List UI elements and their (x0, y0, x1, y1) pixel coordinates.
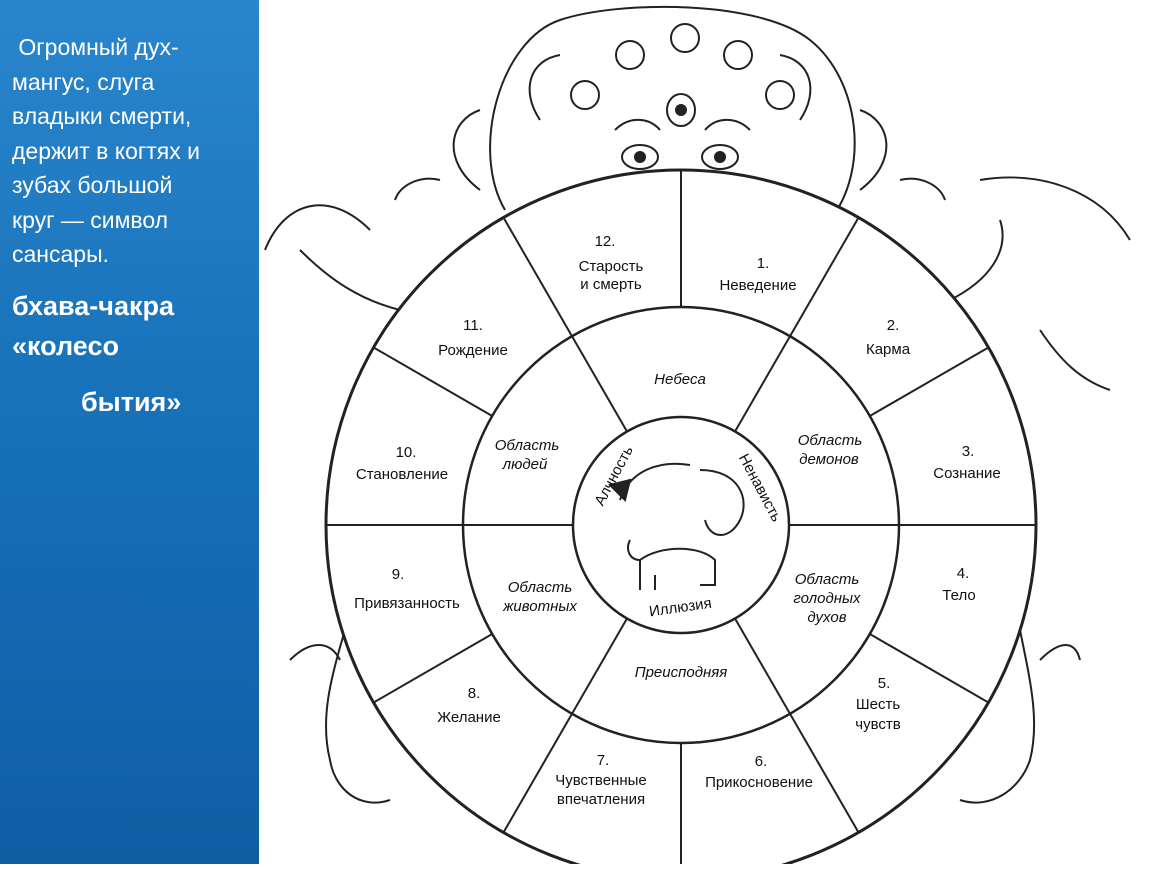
nidana-11: 11. Рождение (438, 317, 508, 359)
nidana-11-number: 11. (463, 317, 483, 334)
caption-line: мангус, слуга (12, 68, 155, 95)
nidana-4-number: 4. (957, 565, 970, 582)
nidana-6-number: 6. (755, 753, 768, 770)
realm-hungry-ghosts-line1: Область (795, 571, 860, 588)
nidana-10-label: Становление (356, 466, 448, 483)
nidana-10-number: 10. (396, 444, 417, 461)
nidana-1: 1. Неведение (719, 255, 796, 294)
realm-spokes (463, 335, 899, 715)
nidana-6-label: Прикосновение (705, 774, 813, 791)
realm-animals-line1: Область (508, 579, 573, 596)
nidana-5-label-line1: Шесть (856, 696, 900, 713)
realm-humans-line1: Область (495, 437, 560, 454)
wheel-of-life-diagram: 1. Неведение 2. Карма 3. Сознание 4. Тел… (259, 0, 1150, 869)
nidana-4: 4. Тело (942, 565, 975, 604)
title-line-3: бытия» (81, 387, 182, 417)
nidana-7-number: 7. (597, 752, 610, 769)
caption-line: Огромный дух- (12, 34, 179, 60)
caption-line: владыки смерти, (12, 103, 192, 129)
nidana-1-label: Неведение (719, 277, 796, 294)
title-line-2: «колесо (12, 331, 119, 361)
center-animals-illustration (608, 462, 745, 590)
caption-line: круг — символ (12, 206, 169, 233)
realm-animals-line2: животных (502, 598, 577, 615)
caption-text: Огромный дух- мангус, слуга владыки смер… (12, 30, 252, 272)
realm-hungry-ghosts-line3: духов (807, 609, 846, 626)
demon-illustration (264, 5, 1131, 804)
nidana-4-label: Тело (942, 587, 975, 604)
nidana-2-number: 2. (887, 317, 900, 334)
nidana-3-label: Сознание (933, 465, 1001, 482)
nidana-3: 3. Сознание (933, 443, 1001, 482)
nidana-7: 7. Чувственные впечатления (555, 752, 647, 808)
realm-heavens: Небеса (654, 371, 706, 388)
outer-labels: 1. Неведение 2. Карма 3. Сознание 4. Тел… (354, 233, 1001, 808)
realm-underworld: Преисподняя (635, 664, 728, 681)
nidana-9-number: 9. (392, 566, 405, 583)
title-line-1: бхава-чакра (12, 291, 174, 321)
nidana-8-number: 8. (468, 685, 481, 702)
realm-hungry-ghosts-line2: голодных (793, 590, 861, 607)
nidana-1-number: 1. (757, 255, 770, 272)
realm-demons-line1: Область (798, 432, 863, 449)
realm-humans-line2: людей (502, 456, 548, 473)
nidana-2-label: Карма (866, 341, 911, 358)
nidana-9: 9. Привязанность (354, 566, 460, 612)
side-panel: Огромный дух- мангус, слуга владыки смер… (0, 0, 259, 864)
nidana-12: 12. Старость и смерть (579, 233, 644, 293)
nidana-5: 5. Шесть чувств (855, 675, 900, 733)
nidana-2: 2. Карма (866, 317, 911, 358)
nidana-8-label: Желание (437, 709, 501, 726)
realm-demons-line2: демонов (799, 451, 859, 468)
nidana-6: 6. Прикосновение (705, 753, 813, 791)
nidana-12-label-line2: и смерть (580, 276, 642, 293)
nidana-9-label: Привязанность (354, 595, 460, 612)
nidana-12-label-line1: Старость (579, 258, 644, 275)
caption-line: держит в когтях и (12, 137, 200, 164)
caption-line: сансары. (12, 241, 109, 267)
caption-line: зубах большой (12, 172, 173, 198)
nidana-12-number: 12. (595, 233, 616, 250)
realm-labels: Небеса Область демонов Область голодных … (495, 371, 863, 681)
nidana-7-label-line1: Чувственные (555, 772, 647, 789)
nidana-5-label-line2: чувств (855, 716, 900, 733)
outer-spokes (326, 170, 1036, 869)
nidana-7-label-line2: впечатления (557, 791, 645, 808)
nidana-11-label: Рождение (438, 342, 508, 359)
nidana-8: 8. Желание (437, 685, 501, 726)
nidana-10: 10. Становление (356, 444, 448, 483)
nidana-3-number: 3. (962, 443, 975, 460)
nidana-5-number: 5. (878, 675, 891, 692)
wheel-svg: 1. Неведение 2. Карма 3. Сознание 4. Тел… (264, 5, 1131, 869)
